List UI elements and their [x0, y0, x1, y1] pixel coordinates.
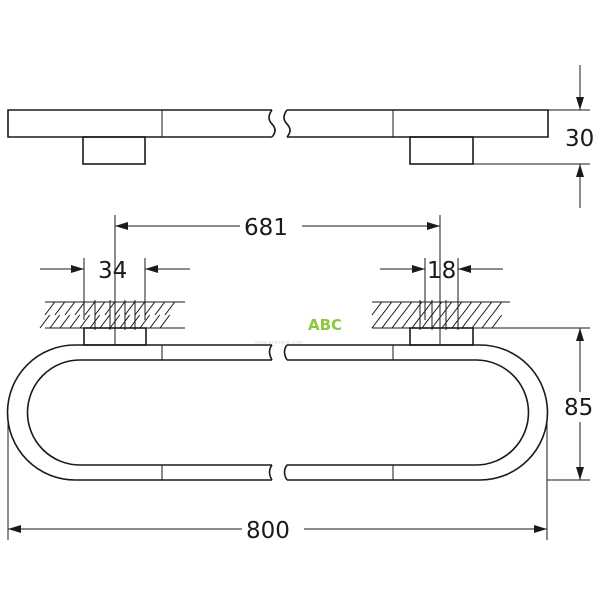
- dim-label-30: 30: [565, 126, 594, 152]
- hatch-right-line-low-2: [391, 314, 403, 329]
- top-bar-right: [287, 109, 549, 138]
- hatch-left-line-9: [134, 301, 146, 316]
- dim-label-85: 85: [564, 395, 593, 421]
- arrow-800-left: [8, 525, 21, 533]
- watermark: ABC www.example.com: [255, 316, 342, 346]
- hatch-right-line-low-5: [421, 314, 433, 329]
- loop-inner-left: [26, 359, 272, 466]
- top-view: [7, 109, 549, 165]
- hatch-right-line-6: [431, 301, 443, 316]
- top-break-right: [283, 109, 291, 138]
- plan-break-top-left: [268, 344, 273, 361]
- hatch-left-line-low-12: [159, 314, 171, 329]
- hatch-right-line-low-3: [401, 314, 413, 329]
- hatch-right-line-low-0: [371, 314, 383, 329]
- hatch-right-line-3: [401, 301, 413, 316]
- arrow-800-right: [534, 525, 547, 533]
- top-mount-right: [409, 136, 474, 165]
- hatch-left-line-7: [114, 301, 126, 316]
- hatch-lines-left: [39, 301, 176, 329]
- dimension-18: 18: [380, 258, 503, 320]
- hatch-left-line-10: [144, 301, 156, 316]
- hatch-left-line-5: [94, 301, 106, 316]
- hatch-left-line-low-3: [69, 314, 81, 329]
- arrow-85-top: [576, 328, 584, 341]
- plan-view: [6, 327, 549, 481]
- hatch-right-line-low-9: [461, 314, 473, 329]
- hatch-right-line-12: [491, 301, 503, 316]
- arrow-34-left: [71, 265, 84, 273]
- hatch-right-line-0: [371, 301, 383, 316]
- plan-break-bottom-right: [283, 464, 288, 481]
- loop-inner-right: [287, 359, 530, 466]
- hatch-left-line-2: [64, 301, 76, 316]
- wall-right: [371, 300, 545, 330]
- top-bar-left: [7, 109, 272, 138]
- dimension-681: 681: [114, 212, 441, 345]
- arrow-30-top: [576, 97, 584, 110]
- hatch-right-line-8: [451, 301, 463, 316]
- dim-label-18: 18: [427, 258, 456, 284]
- hatch-left-line-low-10: [139, 314, 151, 329]
- hatch-left-line-12: [164, 301, 176, 316]
- hatch-right-line-low-10: [471, 314, 483, 329]
- hatch-right-line-low-12: [491, 314, 503, 329]
- hatch-right-line-2: [391, 301, 403, 316]
- arrow-18-right: [458, 265, 471, 273]
- hatch-right-line-low-1: [381, 314, 393, 329]
- hatch-left-line-4: [84, 301, 96, 316]
- dimension-30: 30: [473, 65, 594, 208]
- dimension-800: 800: [7, 415, 548, 544]
- top-mount-left: [82, 136, 146, 165]
- hatch-right-line-low-8: [451, 314, 463, 329]
- arrow-681-left: [115, 222, 128, 230]
- plan-break-top-right: [283, 344, 288, 361]
- hatch-left-line-11: [154, 301, 166, 316]
- hatch-lines-right: [371, 301, 503, 329]
- arrow-30-bottom: [576, 164, 584, 177]
- hatch-right-line-low-11: [481, 314, 493, 329]
- wall-left: [39, 300, 185, 330]
- dim-label-34: 34: [98, 258, 127, 284]
- arrow-18-left: [412, 265, 425, 273]
- hatch-left-line-0: [44, 301, 56, 316]
- dim-label-681: 681: [244, 215, 288, 241]
- hatch-right-line-5: [421, 301, 433, 316]
- dim-label-800: 800: [246, 518, 290, 544]
- hatch-right-line-11: [481, 301, 493, 316]
- top-break-left: [268, 109, 276, 138]
- loop-outer-left: [6, 344, 272, 481]
- hatch-left-line-low-6: [99, 314, 111, 329]
- hatch-left-line-low-7: [109, 314, 121, 329]
- hatch-left-line-low-4: [79, 314, 91, 329]
- hatch-right-line-7: [441, 301, 453, 316]
- hatch-left-line-low-11: [149, 314, 161, 329]
- hatch-right-line-low-7: [441, 314, 453, 329]
- watermark-logo: ABC: [308, 316, 342, 334]
- hatch-left-line-low-1: [49, 314, 61, 329]
- loop-outer-right: [287, 344, 549, 481]
- hatch-right-line-low-6: [431, 314, 443, 329]
- dimension-34: 34: [40, 258, 190, 320]
- hatch-left-line-1: [54, 301, 66, 316]
- hatch-right-line-9: [461, 301, 473, 316]
- arrow-34-right: [145, 265, 158, 273]
- hatch-right-line-1: [381, 301, 393, 316]
- hatch-left-line-8: [124, 301, 136, 316]
- hatch-right-line-10: [471, 301, 483, 316]
- hatch-left-line-low-2: [59, 314, 71, 329]
- hatch-left-line-low-0: [39, 314, 51, 329]
- dimension-85: 85: [473, 327, 598, 481]
- plan-mount-right: [409, 327, 474, 346]
- hatch-left-line-3: [74, 301, 86, 316]
- arrow-85-bottom: [576, 467, 584, 480]
- arrow-681-right: [427, 222, 440, 230]
- watermark-url: www.example.com: [255, 340, 302, 346]
- plan-break-bottom-left: [268, 464, 273, 481]
